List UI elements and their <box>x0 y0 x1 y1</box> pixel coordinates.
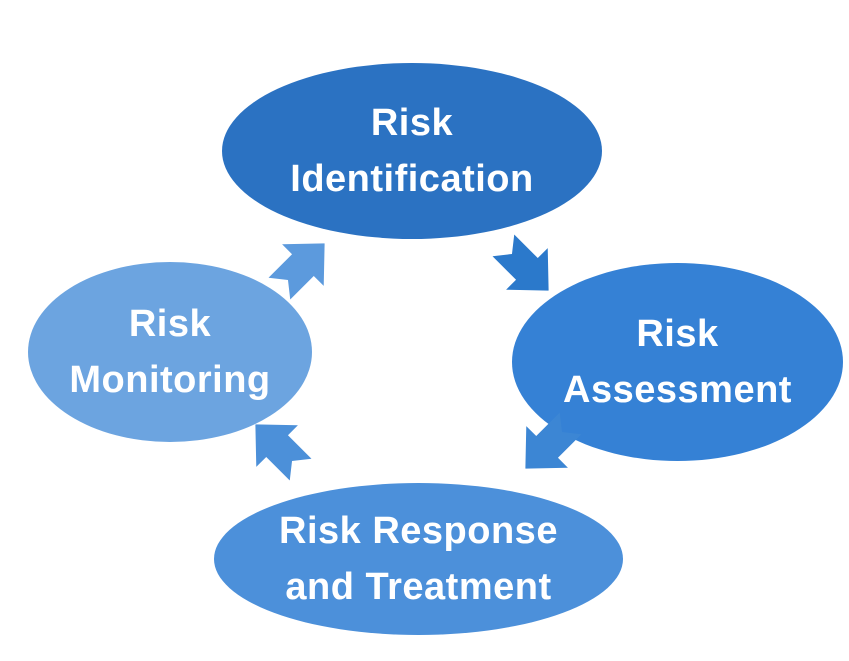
arrow-icon-identification-to-assessment <box>492 234 549 291</box>
node-label-line2: Identification <box>290 158 534 200</box>
node-label-line2: Monitoring <box>69 359 271 401</box>
node-label-line1: Risk <box>636 313 719 355</box>
node-risk-identification: Risk Identification <box>222 63 602 239</box>
node-label-line2: and Treatment <box>285 566 552 608</box>
arrow-icon-monitoring-to-identification <box>268 243 325 300</box>
node-label-line2: Assessment <box>563 369 792 411</box>
arrow-icon-assessment-to-response <box>525 412 582 469</box>
node-risk-assessment: Risk Assessment <box>512 263 843 461</box>
node-label-line1: Risk Response <box>279 510 558 552</box>
node-label-line1: Risk <box>128 303 212 345</box>
arrow-icon-response-to-monitoring <box>255 424 312 481</box>
node-risk-monitoring: Risk Monitoring <box>28 262 312 442</box>
node-risk-response-and-treatment: Risk Response and Treatment <box>214 483 623 635</box>
node-label-line1: Risk <box>370 102 454 144</box>
